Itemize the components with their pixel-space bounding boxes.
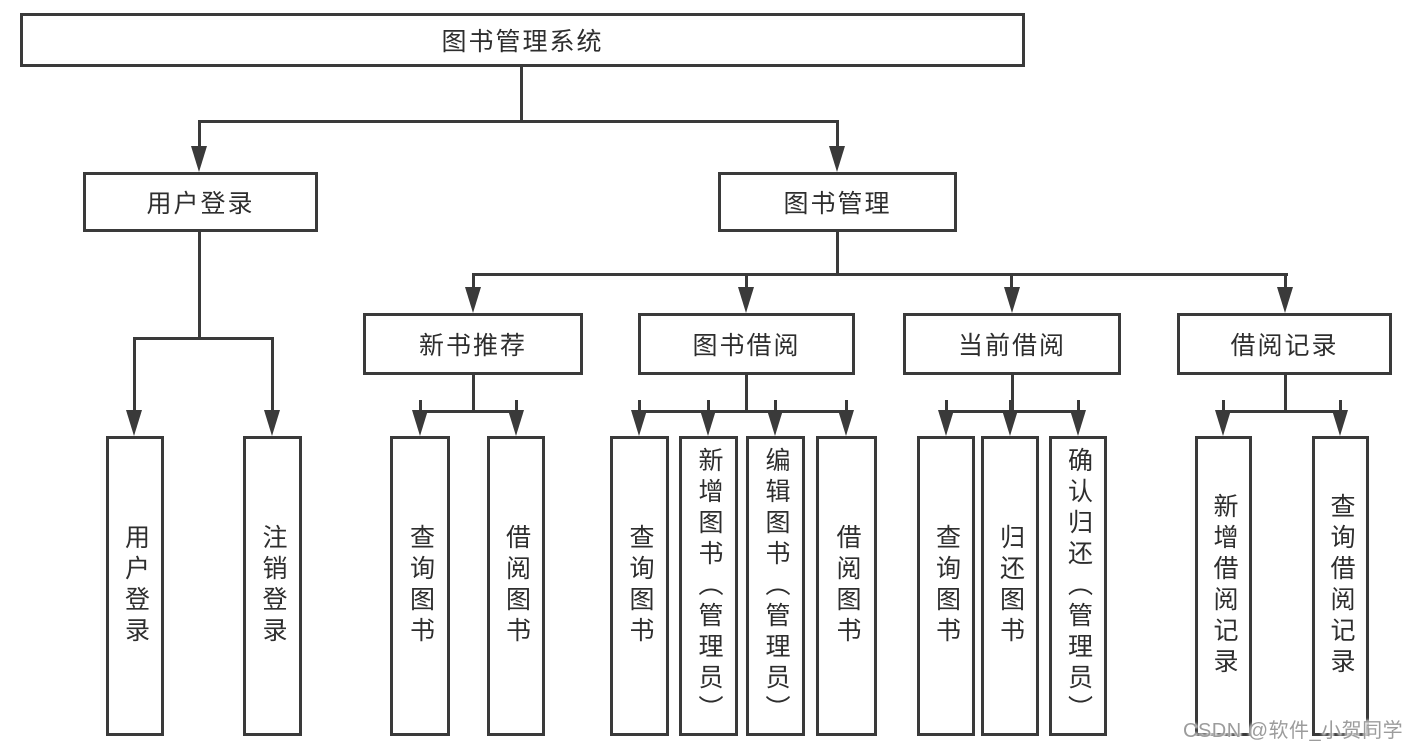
- arrow-down-icon: [1070, 410, 1086, 436]
- connector-line: [472, 375, 475, 413]
- node-book-borrowing: 图书借阅: [638, 313, 855, 375]
- connector-line: [472, 273, 475, 291]
- arrow-down-icon: [1277, 287, 1293, 313]
- leaf-borrow-book-borrowing-label: 借阅图书: [833, 524, 861, 648]
- arrow-down-icon: [738, 287, 754, 313]
- arrow-down-icon: [465, 287, 481, 313]
- leaf-add-book-admin-label: 新增图书（管理员）: [695, 446, 723, 726]
- node-book-borrowing-label: 图书借阅: [692, 332, 801, 360]
- node-new-book-recommend-label: 新书推荐: [418, 332, 527, 360]
- arrow-down-icon: [1004, 287, 1020, 313]
- leaf-add-borrow-record-label: 新增借阅记录: [1210, 493, 1238, 679]
- leaf-return-book: 归还图书: [981, 436, 1039, 736]
- connector-line: [419, 400, 422, 413]
- leaf-user-login-label: 用户登录: [121, 524, 150, 648]
- leaf-borrow-book-recommend: 借阅图书: [487, 436, 545, 736]
- connector-line: [1009, 400, 1012, 413]
- leaf-query-book-borrowing-label: 查询图书: [626, 524, 654, 648]
- connector-line: [198, 120, 839, 123]
- leaf-borrow-book-recommend-label: 借阅图书: [502, 524, 531, 648]
- connector-line: [1010, 273, 1013, 291]
- leaf-confirm-return-admin-label: 确认归还（管理员）: [1064, 446, 1093, 726]
- node-user-login: 用户登录: [83, 172, 318, 232]
- arrow-down-icon: [191, 146, 207, 172]
- connector-line: [198, 232, 201, 340]
- leaf-edit-book-admin-label: 编辑图书（管理员）: [762, 446, 790, 726]
- connector-line: [198, 120, 201, 150]
- arrow-down-icon: [631, 410, 647, 436]
- node-user-login-label: 用户登录: [146, 190, 255, 218]
- leaf-confirm-return-admin: 确认归还（管理员）: [1049, 436, 1107, 736]
- arrow-down-icon: [264, 410, 280, 436]
- connector-line: [1222, 400, 1225, 413]
- arrow-down-icon: [829, 146, 845, 172]
- leaf-query-book-borrowing: 查询图书: [610, 436, 669, 736]
- connector-line: [745, 375, 748, 413]
- node-new-book-recommend: 新书推荐: [363, 313, 583, 375]
- connector-line: [845, 400, 848, 413]
- connector-line: [133, 337, 274, 340]
- connector-line: [1284, 375, 1287, 413]
- leaf-return-book-label: 归还图书: [996, 524, 1025, 648]
- leaf-query-borrow-record: 查询借阅记录: [1312, 436, 1369, 736]
- arrow-down-icon: [700, 410, 716, 436]
- connector-line: [1077, 400, 1080, 413]
- leaf-logout-label: 注销登录: [259, 524, 287, 648]
- connector-line: [271, 337, 274, 414]
- arrow-down-icon: [412, 410, 428, 436]
- connector-line: [419, 410, 519, 413]
- connector-line: [774, 400, 777, 413]
- leaf-query-book-current-label: 查询图书: [932, 524, 961, 648]
- csdn-watermark: CSDN @软件_小贺同学: [1183, 720, 1404, 742]
- connector-line: [945, 400, 948, 413]
- leaf-query-book-recommend: 查询图书: [390, 436, 450, 736]
- connector-line: [472, 273, 1288, 276]
- node-book-management: 图书管理: [718, 172, 957, 232]
- arrow-down-icon: [838, 410, 854, 436]
- connector-line: [638, 400, 641, 413]
- node-root-label: 图书管理系统: [441, 28, 604, 56]
- connector-line: [133, 337, 136, 414]
- leaf-query-borrow-record-label: 查询借阅记录: [1327, 493, 1355, 679]
- connector-line: [1339, 400, 1342, 413]
- connector-line: [1222, 410, 1343, 413]
- connector-line: [515, 400, 518, 413]
- connector-line: [520, 66, 523, 122]
- arrow-down-icon: [767, 410, 783, 436]
- connector-line: [745, 273, 748, 291]
- connector-line: [836, 120, 839, 150]
- connector-line: [836, 232, 839, 275]
- leaf-add-book-admin: 新增图书（管理员）: [679, 436, 738, 736]
- arrow-down-icon: [1002, 410, 1018, 436]
- node-current-borrowing-label: 当前借阅: [957, 332, 1066, 360]
- connector-line: [1284, 273, 1287, 291]
- node-borrowing-records: 借阅记录: [1177, 313, 1392, 375]
- leaf-add-borrow-record: 新增借阅记录: [1195, 436, 1252, 736]
- leaf-borrow-book-borrowing: 借阅图书: [816, 436, 877, 736]
- node-borrowing-records-label: 借阅记录: [1230, 332, 1339, 360]
- arrow-down-icon: [1332, 410, 1348, 436]
- leaf-query-book-current: 查询图书: [917, 436, 975, 736]
- leaf-user-login: 用户登录: [106, 436, 164, 736]
- connector-line: [707, 400, 710, 413]
- node-book-management-label: 图书管理: [783, 190, 892, 218]
- node-current-borrowing: 当前借阅: [903, 313, 1121, 375]
- arrow-down-icon: [126, 410, 142, 436]
- arrow-down-icon: [938, 410, 954, 436]
- arrow-down-icon: [1215, 410, 1231, 436]
- leaf-query-book-recommend-label: 查询图书: [406, 524, 435, 648]
- connector-line: [638, 410, 849, 413]
- arrow-down-icon: [508, 410, 524, 436]
- leaf-logout: 注销登录: [243, 436, 302, 736]
- node-root: 图书管理系统: [20, 13, 1025, 67]
- leaf-edit-book-admin: 编辑图书（管理员）: [746, 436, 805, 736]
- connector-line: [1011, 375, 1014, 413]
